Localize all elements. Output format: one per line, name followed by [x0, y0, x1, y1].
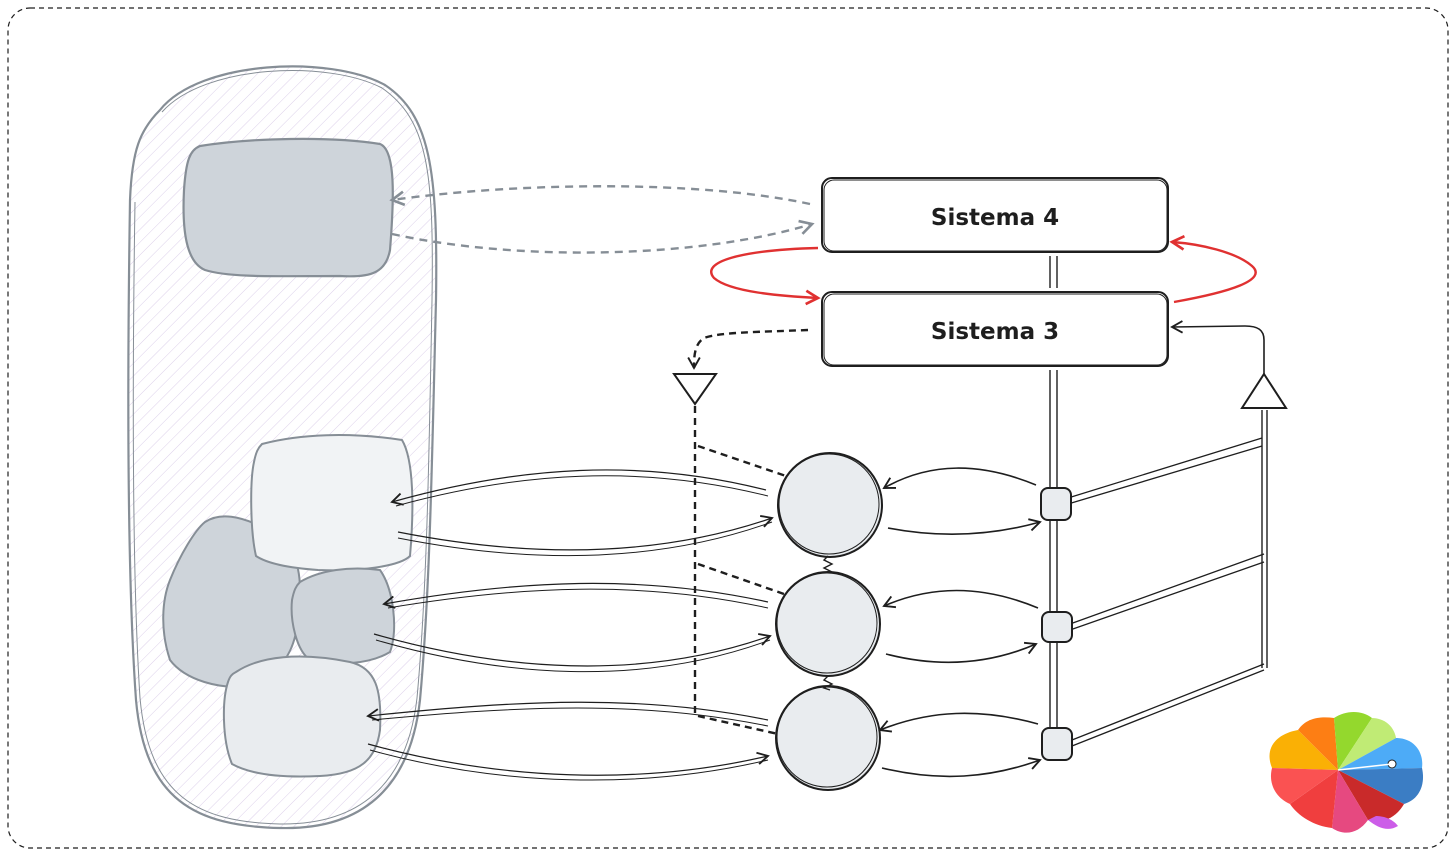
environment-blob-2 — [290, 567, 396, 665]
operation-unit-3 — [775, 685, 881, 791]
s4-to-environment-arrow — [392, 185, 811, 204]
brain-logo-icon — [1269, 712, 1424, 833]
unit-management-arrows — [878, 467, 1042, 778]
management-node-2 — [1041, 611, 1073, 643]
management-node-3 — [1041, 727, 1073, 761]
management-node-1 — [1040, 487, 1072, 521]
audit-channel — [1067, 320, 1288, 747]
operation-unit-1 — [777, 452, 883, 558]
management-spine — [1049, 256, 1058, 760]
unit-coupling-2 — [822, 675, 834, 691]
unit-coupling-1 — [822, 555, 834, 573]
environment-blob-3 — [222, 655, 382, 778]
unit-environment-arrows — [366, 469, 774, 781]
environment-blob-1 — [250, 434, 414, 572]
system3-box: Sistema 3 — [821, 291, 1169, 367]
environment-to-s4-arrow — [391, 224, 812, 254]
s4-to-s3-red-arrow — [710, 246, 818, 298]
up-triangle-icon — [1240, 372, 1288, 409]
system4-label: Sistema 4 — [931, 205, 1059, 231]
environment-future-blob — [182, 137, 394, 278]
system3-label: Sistema 3 — [931, 319, 1059, 345]
monitoring-channel — [672, 328, 809, 736]
outer-frame — [7, 7, 1449, 849]
s3-to-s4-red-arrow — [1172, 242, 1257, 304]
operation-unit-2 — [775, 571, 881, 677]
down-triangle-icon — [672, 373, 718, 406]
system4-box: Sistema 4 — [821, 177, 1169, 253]
